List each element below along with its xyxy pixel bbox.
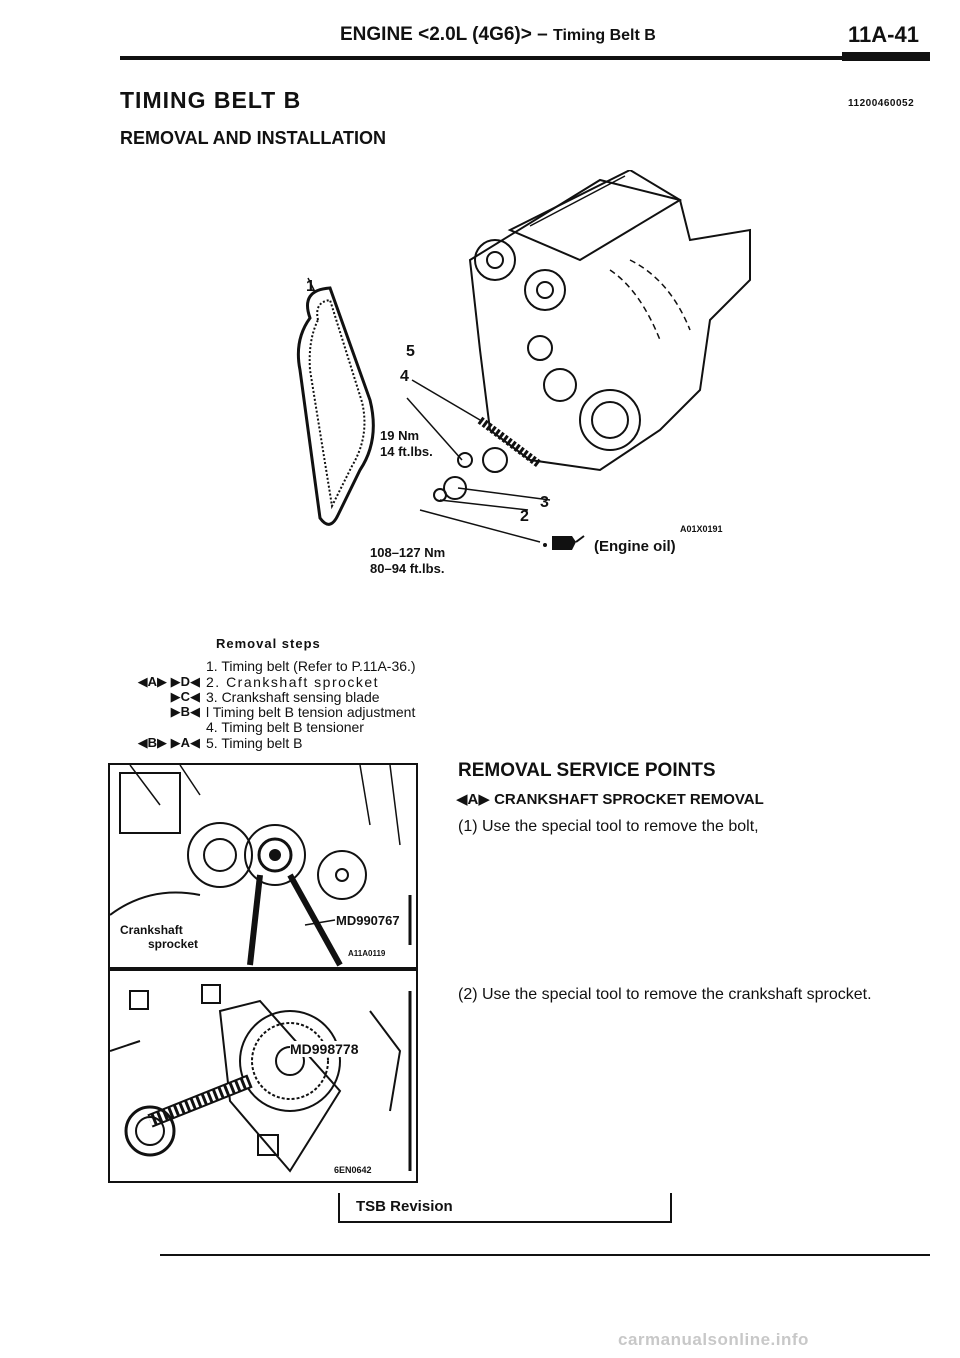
removal-step: ◀B▶ ▶A◀ 5. Timing belt B: [137, 735, 303, 751]
header-title-main: ENGINE <2.0L (4G6)> –: [340, 24, 548, 45]
removal-steps-heading: Removal steps: [216, 636, 321, 651]
removal-step: ▶B◀ l Timing belt B tension adjustment: [170, 704, 416, 720]
header-rule-thick: [842, 52, 930, 61]
torque-1-nm: 19 Nm: [380, 428, 420, 443]
crankshaft-label: Crankshaft: [120, 923, 183, 937]
callout-1: 1: [306, 278, 315, 295]
watermark: carmanualsonline.info: [618, 1330, 809, 1349]
header-title-sub: Timing Belt B: [552, 27, 656, 44]
page-number: 11A-41: [848, 22, 919, 47]
figure-sprocket-puller: MD998778 6EN0642: [108, 969, 418, 1183]
callout-5: 5: [406, 343, 415, 360]
footer-rule: [160, 1254, 930, 1256]
diagram-code: A01X0191: [680, 524, 723, 534]
sprocket-label: sprocket: [148, 937, 199, 951]
page-header: ENGINE <2.0L (4G6)> – Timing Belt B 11A-…: [0, 14, 960, 54]
figure-code: A11A0119: [348, 949, 386, 958]
service-step-1: (1) Use the special tool to remove the b…: [458, 818, 759, 835]
tsb-revision-box: TSB Revision: [338, 1193, 672, 1223]
engine-illustration: [296, 168, 751, 550]
figure-crankshaft-sprocket-tool: Crankshaft sprocket MD990767 A11A0119: [108, 763, 418, 969]
service-points-title: REMOVAL SERVICE POINTS: [458, 760, 716, 781]
oil-can-icon: [552, 535, 585, 550]
engine-diagram: 1 5 4 3 2 19 Nm 14 ft.lbs. 108–127 Nm 80…: [280, 168, 760, 590]
figure-code: 6EN0642: [334, 1165, 372, 1175]
torque-1-ftlbs: 14 ft.lbs.: [380, 444, 433, 459]
figure-illustration: [109, 764, 412, 967]
section-code: 11200460052: [848, 98, 915, 109]
callout-2: 2: [520, 508, 529, 525]
header-title: ENGINE <2.0L (4G6)> – Timing Belt B: [340, 24, 656, 46]
engine-oil-label: (Engine oil): [594, 538, 676, 555]
section-subtitle: REMOVAL AND INSTALLATION: [120, 128, 386, 148]
service-step-2: (2) Use the special tool to remove the c…: [458, 986, 872, 1003]
figure-illustration: [109, 984, 412, 1173]
tool-label-md990767: MD990767: [336, 913, 400, 928]
removal-step: ▶C◀ 3. Crankshaft sensing blade: [170, 689, 380, 705]
tsb-revision-label: TSB Revision: [356, 1198, 453, 1215]
service-points-subtitle: ◀A▶ CRANKSHAFT SPROCKET REMOVAL: [456, 791, 764, 808]
callout-3: 3: [540, 494, 549, 511]
torque-2-nm: 108–127 Nm: [370, 545, 446, 560]
section-title: TIMING BELT B: [120, 87, 302, 113]
torque-2-ftlbs: 80–94 ft.lbs.: [370, 561, 445, 576]
removal-step: 1. Timing belt (Refer to P.11A-36.): [206, 658, 416, 674]
header-rule: [120, 56, 930, 60]
removal-step: ◀A▶ ▶D◀ 2. Crankshaft sprocket: [137, 674, 380, 690]
tool-label-md998778: MD998778: [290, 1041, 359, 1057]
removal-step: 4. Timing belt B tensioner: [206, 719, 364, 735]
callout-4: 4: [400, 368, 409, 385]
